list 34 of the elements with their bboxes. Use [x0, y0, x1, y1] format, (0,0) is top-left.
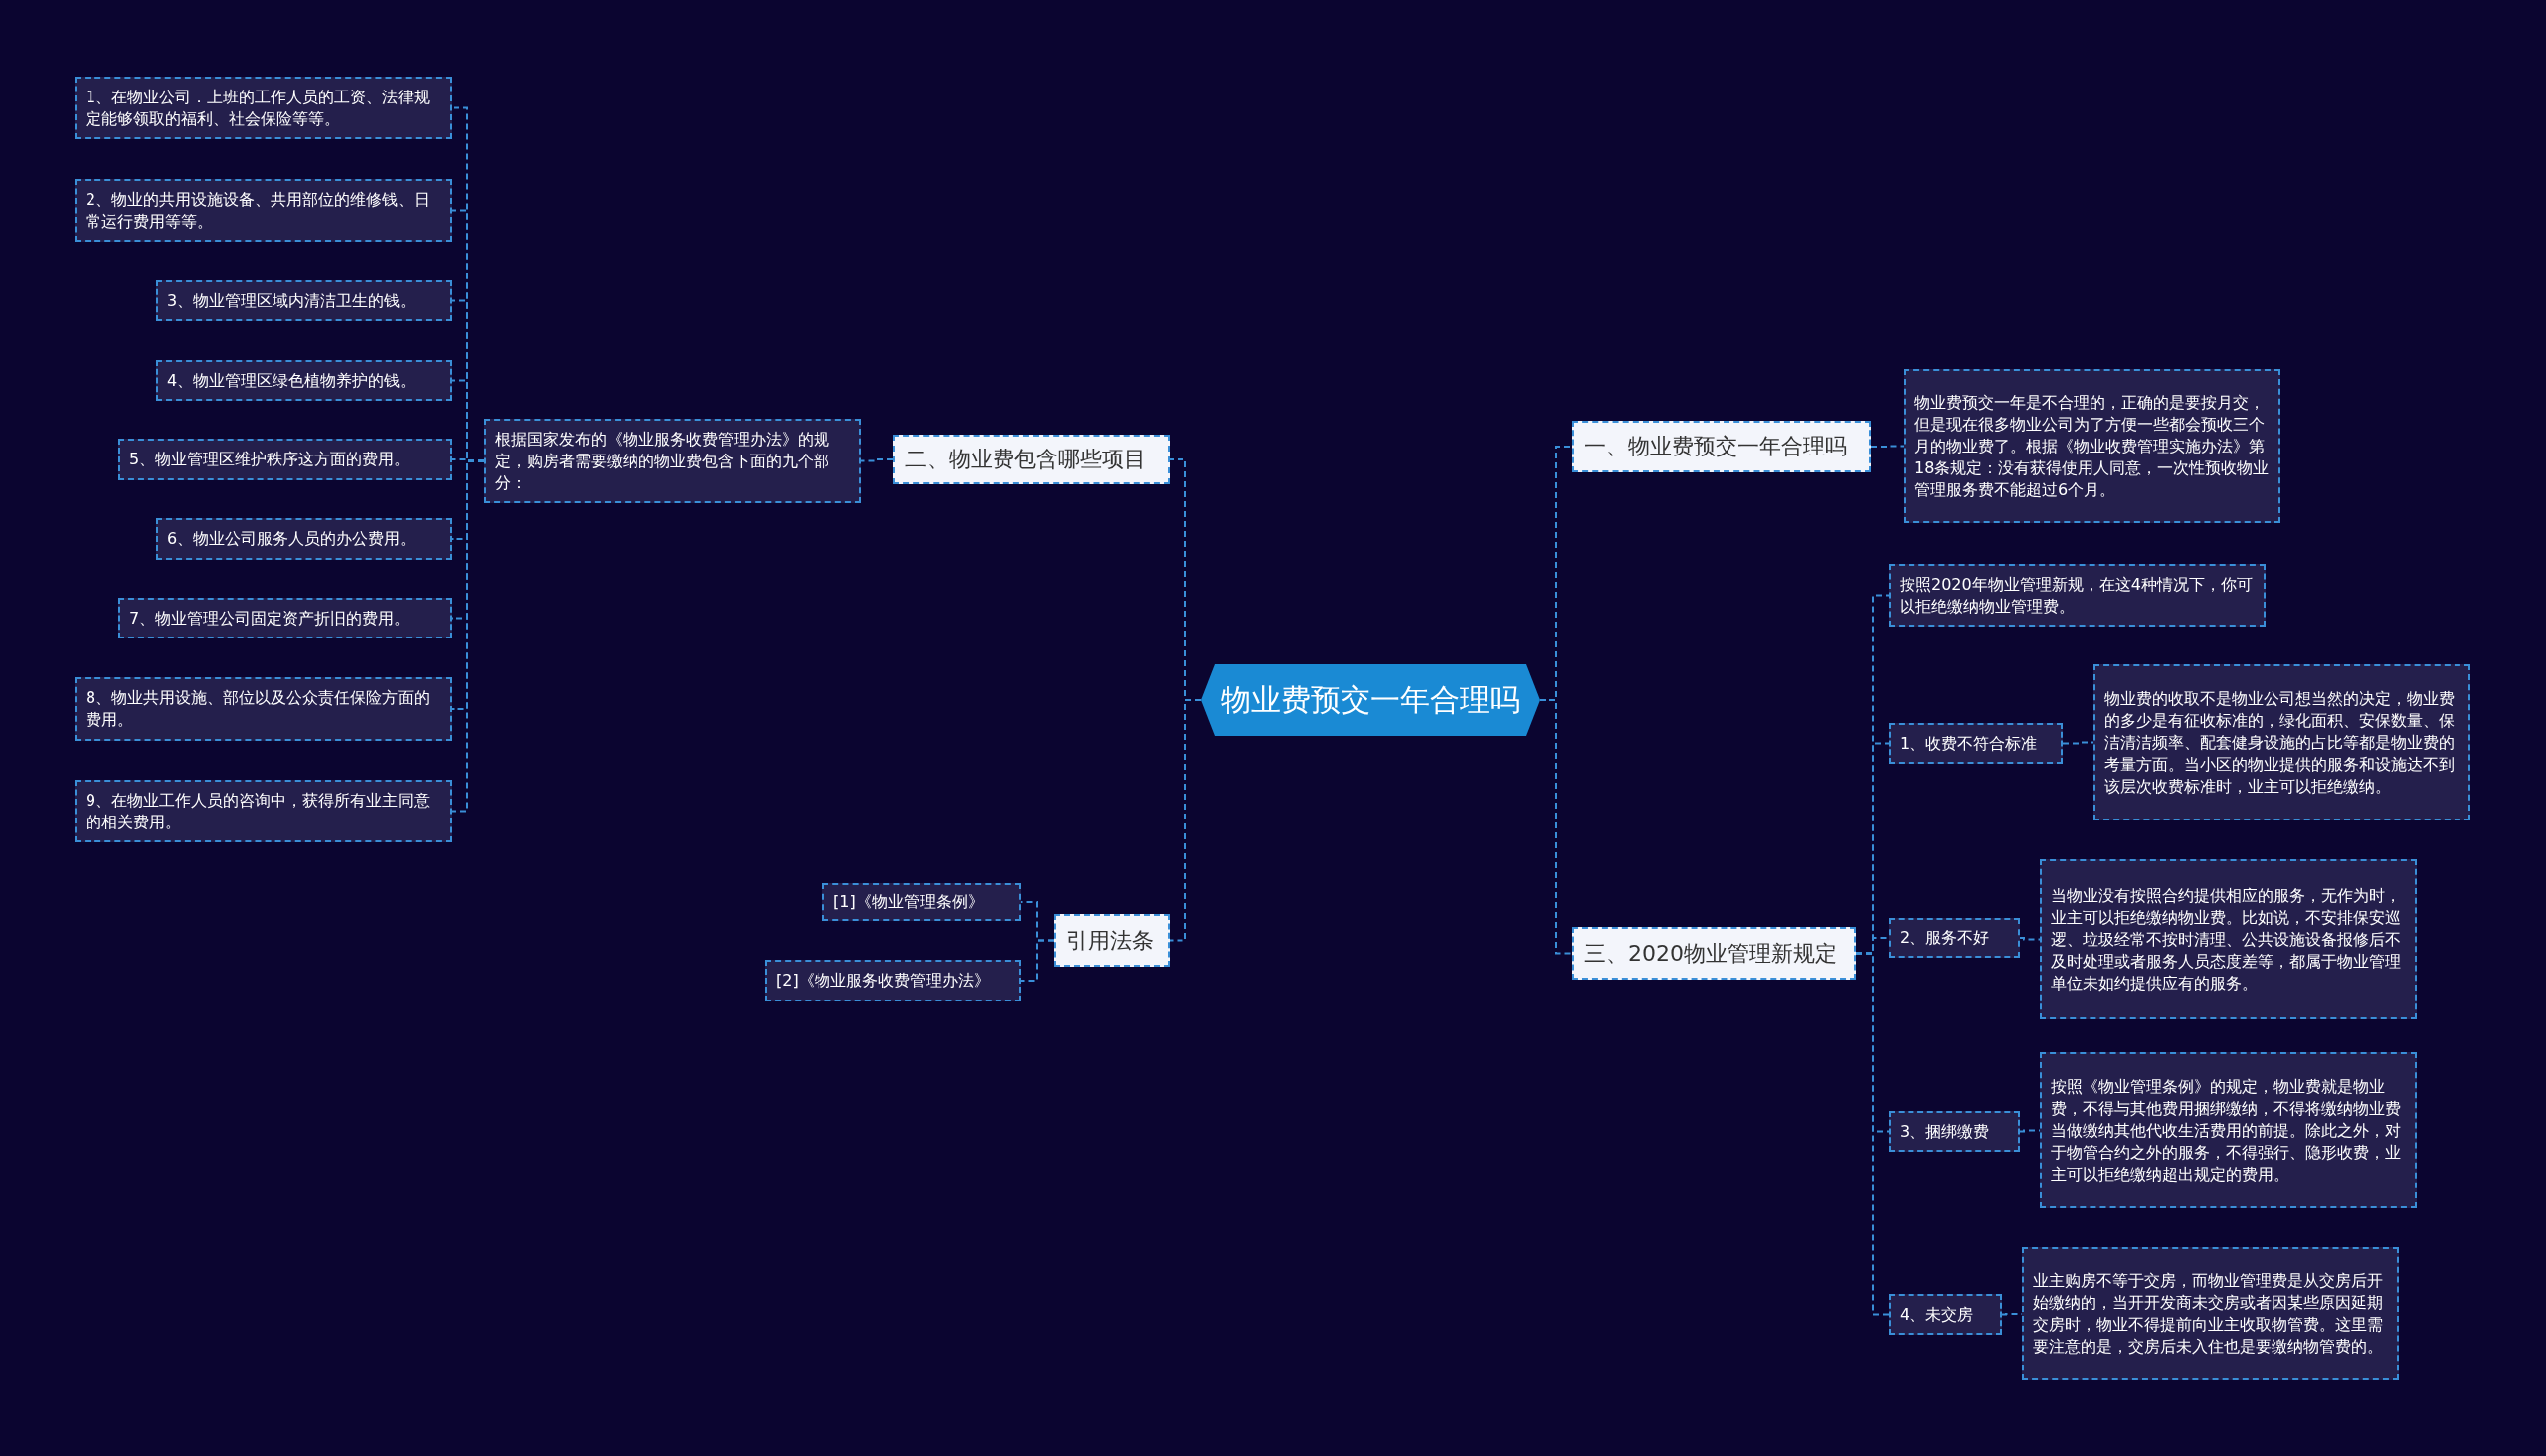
subtopic-box: 业主购房不等于交房，而物业管理费是从交房后开始缴纳的，当开开发商未交房或者因某些原因延期交房时，物业不得提前向业主收取物管费。这里需要注意的是，交房后未入住也是要缴纳物管费的。: [2022, 1247, 2399, 1380]
subtopic-box: 9、在物业工作人员的咨询中，获得所有业主同意的相关费用。: [75, 780, 452, 842]
subtopic-box: 物业费预交一年是不合理的，正确的是要按月交，但是现在很多物业公司为了方便一些都会预收三个月的物业费了。根据《物业收费管理实施办法》第18条规定：没有获得使用人同意，一次性预收物业管理服务费不能超过6个月。: [1904, 369, 2280, 523]
connector-line: [1169, 699, 1202, 942]
topic-box: 二、物业费包含哪些项目: [893, 435, 1170, 484]
topic-box: 引用法条: [1054, 914, 1170, 967]
subtopic-box: 7、物业管理公司固定资产折旧的费用。: [118, 598, 452, 638]
subtopic-box: 1、在物业公司．上班的工作人员的工资、法律规定能够领取的福利、社会保险等等。: [75, 77, 452, 139]
subtopic-box: 2、物业的共用设施设备、共用部位的维修钱、日常运行费用等等。: [75, 179, 452, 242]
subtopic-box: 1、收费不符合标准: [1889, 723, 2063, 764]
central-topic: 物业费预交一年合理吗: [1201, 664, 1540, 736]
connector-line: [2019, 937, 2041, 941]
subtopic-box: 按照《物业管理条例》的规定，物业费就是物业费，不得与其他费用捆绑缴纳，不得将缴纳物业费当做缴纳其他代收生活费用的前提。除此之外，对于物管合约之外的服务，不得强行、隐形收费，业主可以拒绝缴纳超出规定的费用。: [2040, 1052, 2417, 1208]
subtopic-box: 6、物业公司服务人员的办公费用。: [156, 518, 452, 560]
topic-box: 一、物业费预交一年合理吗: [1572, 421, 1871, 472]
subtopic-box: 按照2020年物业管理新规，在这4种情况下，你可以拒绝缴纳物业管理费。: [1889, 564, 2266, 627]
subtopic-box: 5、物业管理区维护秩序这方面的费用。: [118, 439, 452, 480]
connector-line: [1870, 445, 1905, 448]
subtopic-box: [1]《物业管理条例》: [822, 883, 1021, 921]
connector-line: [1539, 699, 1573, 955]
subtopic-box: 3、捆绑缴费: [1889, 1111, 2020, 1152]
connector-line: [2062, 741, 2094, 745]
subtopic-box: 当物业没有按照合约提供相应的服务，无作为时，业主可以拒绝缴纳物业费。比如说，不安排保安巡逻、垃圾经常不按时清理、公共设施设备报修后不及时处理或者服务人员态度差等，都属于物业管理单位未如约提供应有的服务。: [2040, 859, 2417, 1019]
subtopic-box: 4、物业管理区绿色植物养护的钱。: [156, 360, 452, 401]
topic-box: 三、2020物业管理新规定: [1572, 927, 1856, 980]
connector-line: [860, 458, 894, 462]
subtopic-box: 3、物业管理区域内清洁卫生的钱。: [156, 280, 452, 321]
connector-line: [1020, 939, 1055, 982]
subtopic-box: [2]《物业服务收费管理办法》: [765, 960, 1021, 1001]
subtopic-box: 2、服务不好: [1889, 918, 2020, 958]
subtopic-box: 物业费的收取不是物业公司想当然的决定，物业费的多少是有征收标准的，绿化面积、安保数量、保洁清洁频率、配套健身设施的占比等都是物业费的考量方面。当小区的物业提供的服务和设施达不到该层次收费标准时，业主可以拒绝缴纳。: [2093, 664, 2470, 820]
subtopic-box: 8、物业共用设施、部位以及公众责任保险方面的费用。: [75, 677, 452, 741]
subtopic-box: 4、未交房: [1889, 1294, 2002, 1335]
subtopic-box: 根据国家发布的《物业服务收费管理办法》的规定，购房者需要缴纳的物业费包含下面的九个部分：: [484, 419, 861, 503]
